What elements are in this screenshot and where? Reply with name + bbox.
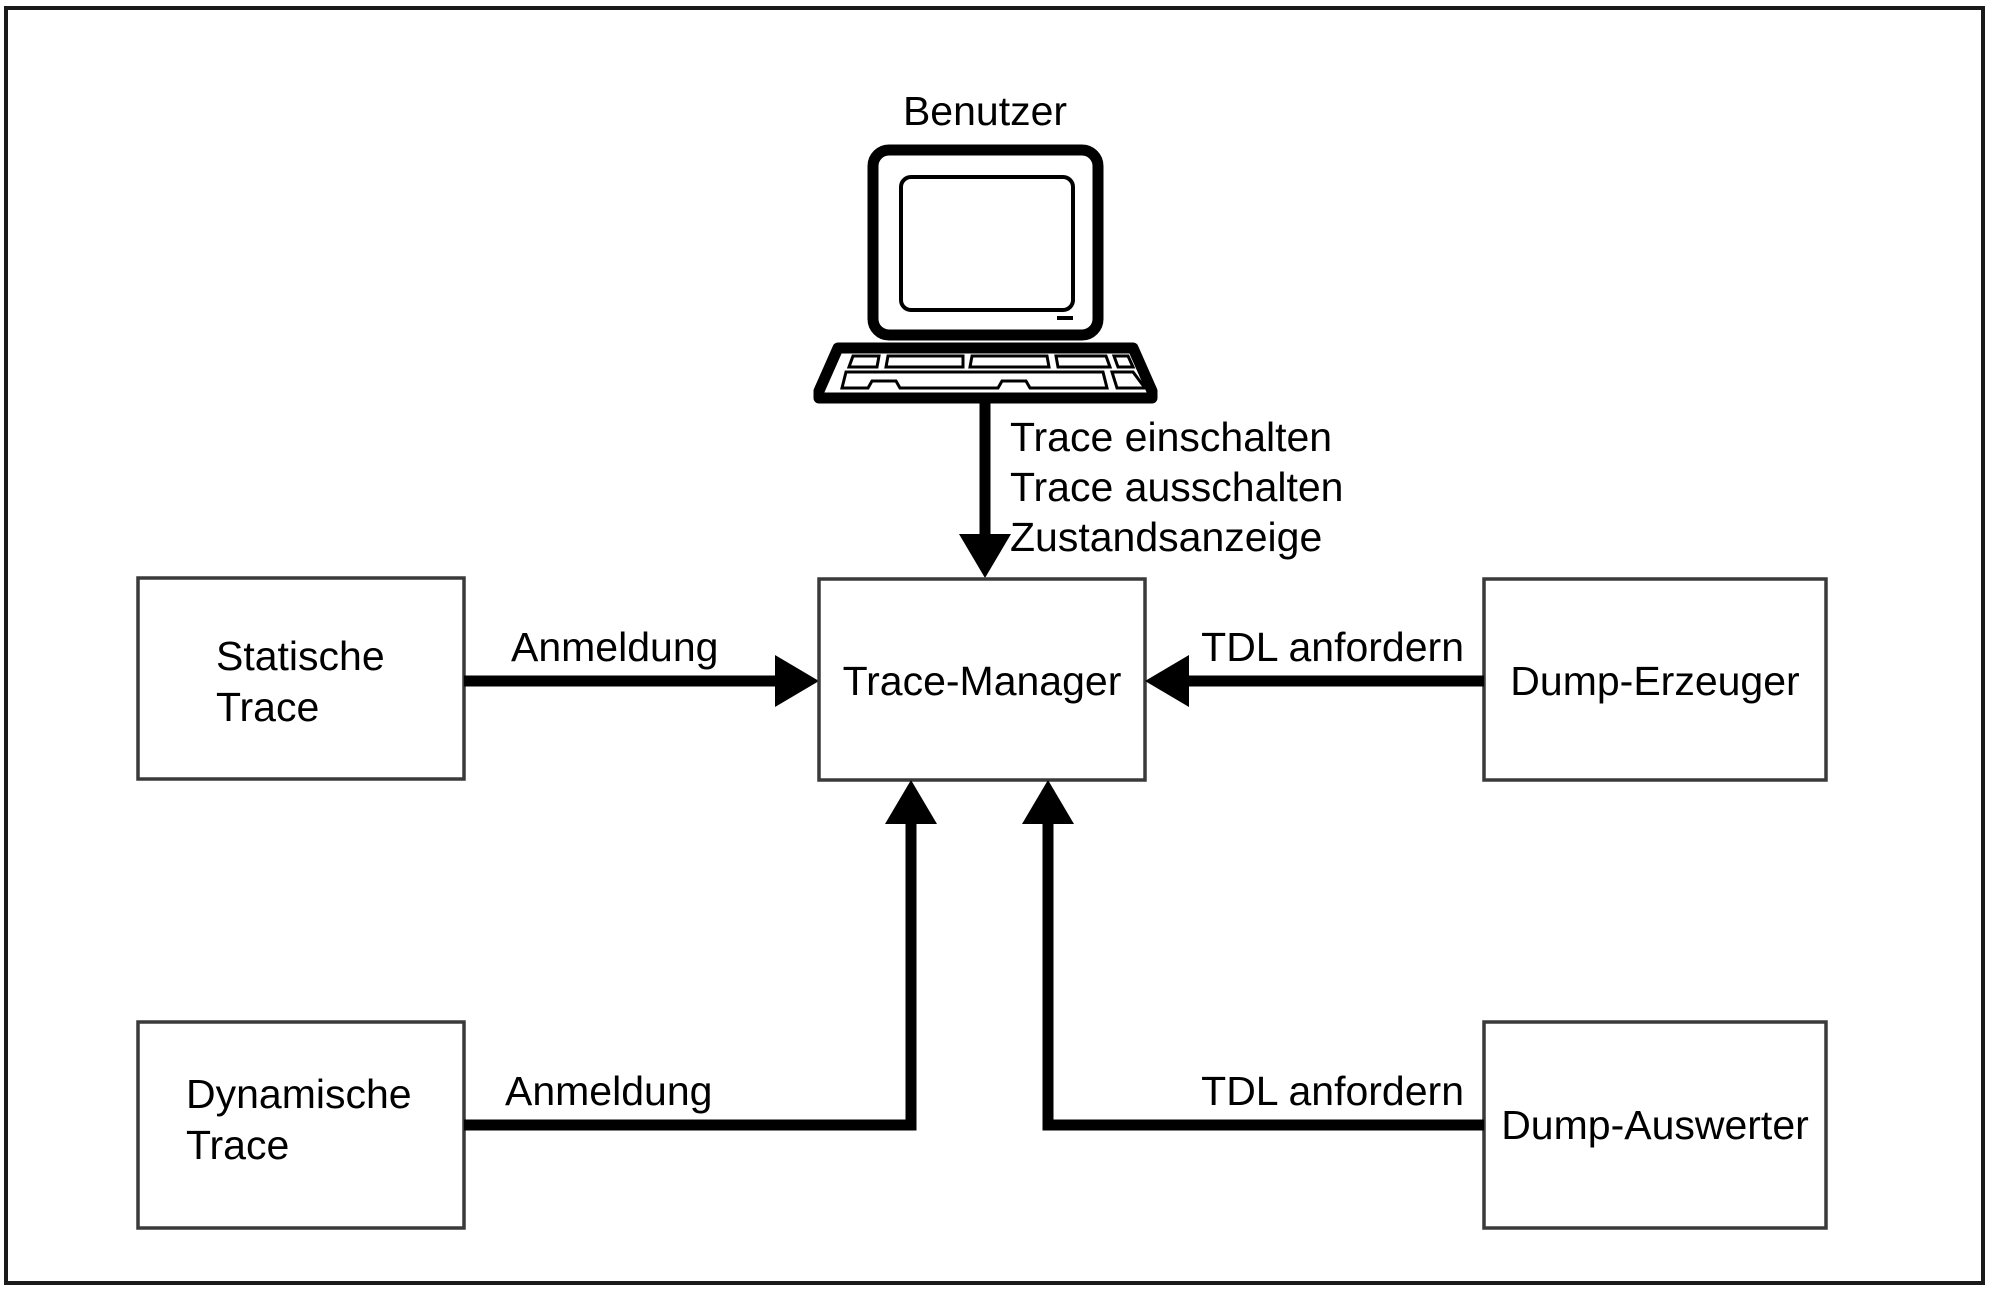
arrow-head-up-icon — [1022, 780, 1074, 824]
node-trace-manager[interactable]: Trace-Manager — [817, 577, 1147, 782]
node-dump-erzeuger[interactable]: Dump-Erzeuger — [1482, 577, 1828, 782]
node-dump-auswerter[interactable]: Dump-Auswerter — [1482, 1020, 1828, 1230]
edge-statische-trace-to-trace-manager: Anmeldung — [464, 624, 819, 707]
figure-frame — [4, 6, 1985, 1285]
dump-erzeuger-label: Dump-Erzeuger — [1510, 658, 1799, 704]
statische-trace-label-line1: Statische — [216, 633, 385, 679]
arrow-head-left-icon — [1145, 655, 1189, 707]
edge-dump-auswerter-to-trace-manager: TDL anfordern — [1022, 780, 1484, 1131]
dump-auswerter-label: Dump-Auswerter — [1501, 1102, 1809, 1148]
benutzer-actor: Benutzer — [813, 88, 1158, 404]
edge-dynamische-trace-to-trace-manager: Anmeldung — [464, 780, 937, 1131]
edge-label-trace-ausschalten: Trace ausschalten — [1010, 464, 1344, 510]
edge-label-trace-einschalten: Trace einschalten — [1010, 414, 1332, 460]
arrow-head-right-icon — [775, 655, 819, 707]
desktop-computer-icon — [813, 144, 1158, 404]
node-statische-trace[interactable]: Statische Trace — [136, 576, 466, 781]
edge-dump-erzeuger-to-trace-manager: TDL anfordern — [1145, 624, 1484, 707]
trace-manager-label: Trace-Manager — [843, 658, 1122, 704]
dynamische-trace-label-line1: Dynamische — [186, 1071, 412, 1117]
edge-label-tdl-anfordern-erzeuger: TDL anfordern — [1201, 624, 1464, 670]
node-dynamische-trace[interactable]: Dynamische Trace — [136, 1020, 466, 1230]
edge-benutzer-to-trace-manager: Trace einschalten Trace ausschalten Zust… — [959, 398, 1344, 578]
dynamische-trace-label-line2: Trace — [186, 1122, 289, 1168]
arrow-head-down-icon — [959, 534, 1011, 578]
trace-manager-box[interactable] — [817, 577, 1147, 782]
edge-label-tdl-anfordern-auswerter: TDL anfordern — [1201, 1068, 1464, 1114]
edge-label-zustandsanzeige: Zustandsanzeige — [1010, 514, 1322, 560]
dynamische-trace-box[interactable] — [136, 1020, 466, 1230]
edge-label-anmeldung-statisch: Anmeldung — [511, 624, 718, 670]
benutzer-label: Benutzer — [903, 88, 1067, 134]
statische-trace-label-line2: Trace — [216, 684, 319, 730]
dump-erzeuger-box[interactable] — [1482, 577, 1828, 782]
arrow-head-up-icon — [885, 780, 937, 824]
statische-trace-box[interactable] — [136, 576, 466, 781]
edge-label-anmeldung-dynamisch: Anmeldung — [505, 1068, 712, 1114]
